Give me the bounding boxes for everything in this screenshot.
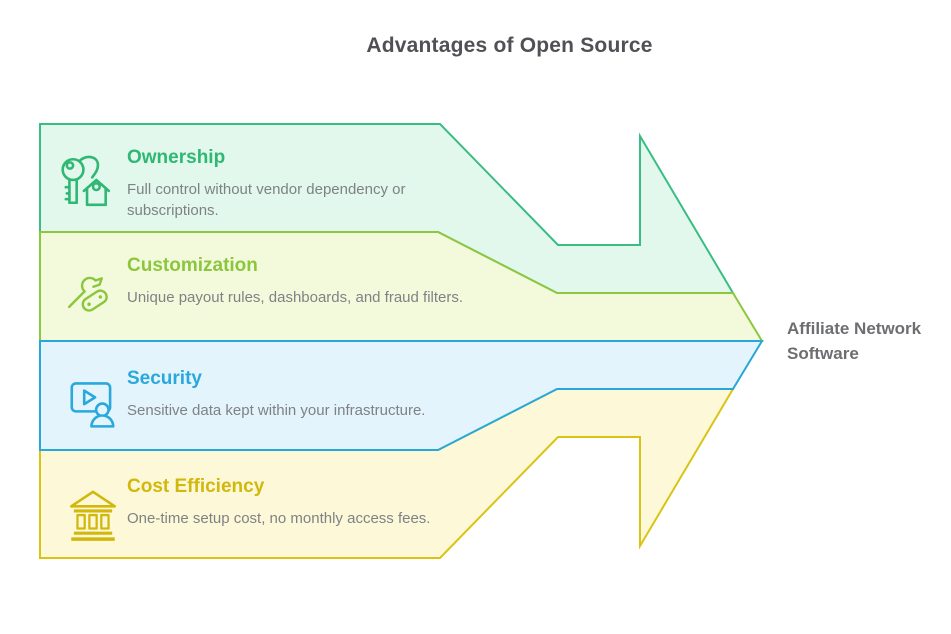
band-ownership: Ownership Full control without vendor de…	[127, 145, 479, 221]
band-description-customization: Unique payout rules, dashboards, and fra…	[127, 289, 464, 306]
key-house-icon	[61, 155, 111, 207]
band-cost-efficiency: Cost Efficiency One-time setup cost, no …	[127, 474, 430, 529]
band-description-cost-efficiency: One-time setup cost, no monthly access f…	[127, 510, 431, 527]
result-label: Affiliate Network Software	[787, 319, 922, 363]
band-description-security: Sensitive data kept within your infrastr…	[127, 402, 426, 419]
band-heading-customization: Customization	[127, 255, 258, 276]
band-customization: Customization Unique payout rules, dashb…	[127, 253, 463, 308]
band-heading-ownership: Ownership	[127, 147, 226, 168]
band-heading-cost-efficiency: Cost Efficiency	[127, 476, 265, 497]
band-security: Security Sensitive data kept within your…	[127, 366, 425, 421]
bank-building-icon	[69, 490, 117, 541]
band-shape-security	[39, 340, 764, 451]
band-heading-security: Security	[127, 368, 202, 389]
video-call-person-icon	[70, 382, 115, 428]
band-description-ownership: Full control without vendor dependency o…	[127, 181, 406, 219]
page-title: Advantages of Open Source	[366, 34, 653, 57]
wrench-and-part-icon	[67, 276, 108, 312]
